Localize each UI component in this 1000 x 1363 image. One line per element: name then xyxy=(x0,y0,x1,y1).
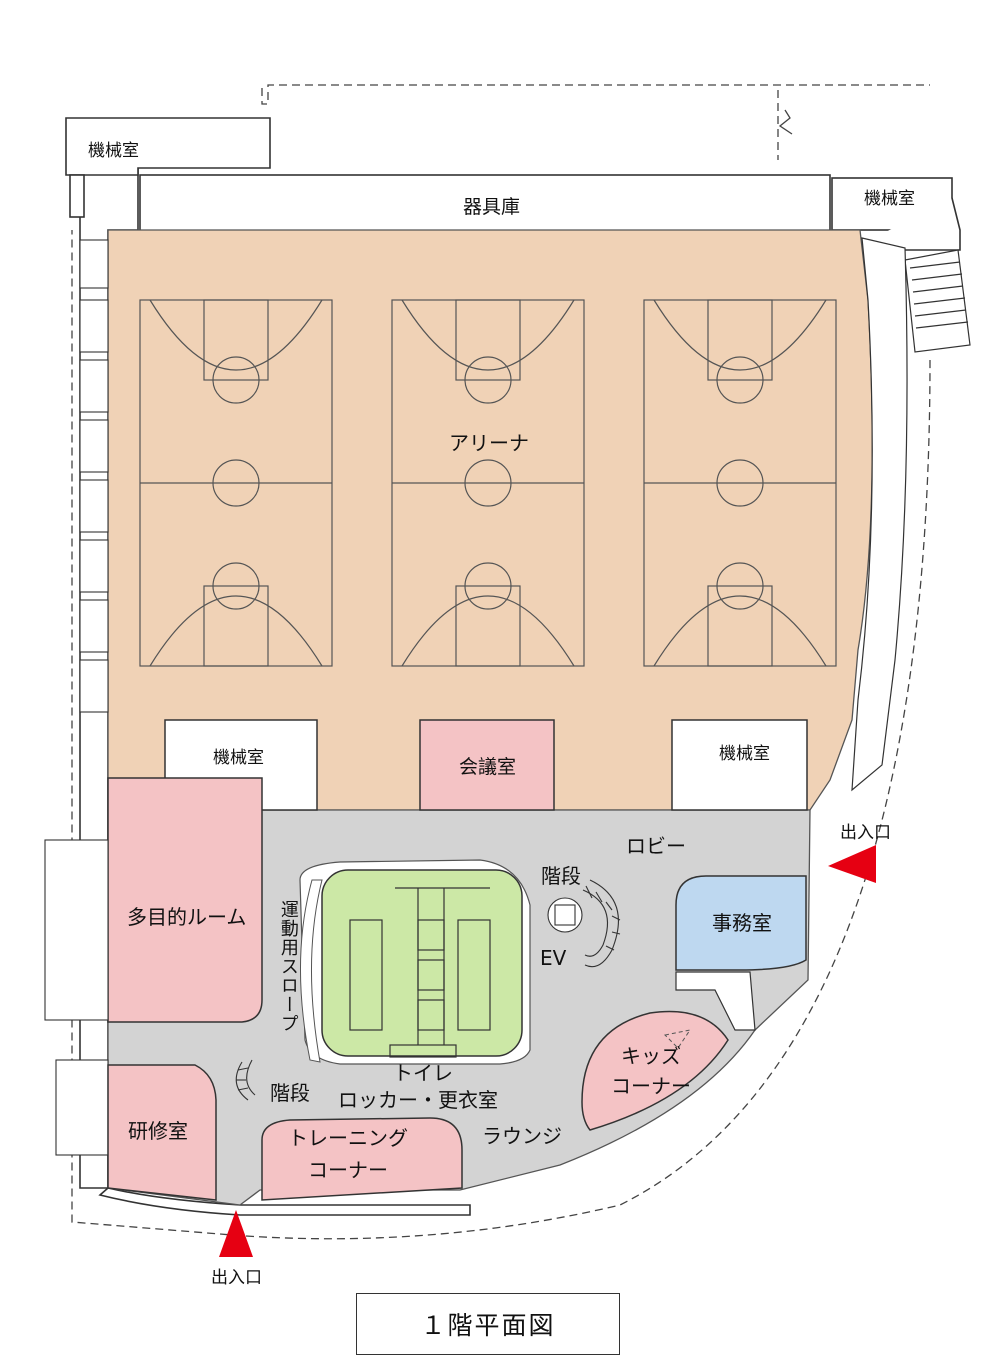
toilet-locker-block xyxy=(299,859,531,1065)
training-corner xyxy=(261,1117,463,1201)
label-kids-corner-line2: コーナー xyxy=(611,1074,691,1098)
basketball-courts xyxy=(139,299,837,667)
label-stairs-left: 階段 xyxy=(270,1081,310,1105)
label-machine-room-top-right: 機械室 xyxy=(864,189,915,209)
spiral-stairs-center xyxy=(547,879,621,968)
entrance-marker-south xyxy=(219,1210,253,1257)
label-machine-room-center-right: 機械室 xyxy=(719,744,770,764)
label-locker-room: ロッカー・更衣室 xyxy=(338,1088,498,1112)
label-meeting-room: 会議室 xyxy=(459,756,517,778)
floor-plan-title: １階平面図 xyxy=(356,1293,620,1355)
court-1 xyxy=(139,299,333,667)
multipurpose-room xyxy=(107,777,263,1023)
label-training-corner-line2: コーナー xyxy=(308,1158,388,1182)
label-elevator: EV xyxy=(540,946,567,970)
label-entrance-east: 出入口 xyxy=(840,823,891,843)
label-toilet: トイレ xyxy=(393,1061,453,1085)
label-office: 事務室 xyxy=(712,911,772,935)
label-stairs-center: 階段 xyxy=(541,864,581,888)
kids-corner xyxy=(581,1010,729,1131)
label-lobby: ロビー xyxy=(626,834,686,858)
machine-room-center-right xyxy=(671,719,808,811)
spiral-stairs-left xyxy=(235,1059,256,1101)
training-room xyxy=(107,1064,217,1201)
entrance-marker-east xyxy=(828,845,876,883)
meeting-room xyxy=(419,719,555,811)
label-training-corner-line1: トレーニング xyxy=(288,1126,408,1150)
label-machine-room-center-left: 機械室 xyxy=(213,748,264,768)
outer-boundary-right xyxy=(71,230,931,1240)
label-training-room: 研修室 xyxy=(128,1119,188,1143)
label-machine-room-top-left: 機械室 xyxy=(88,141,139,161)
label-lounge: ラウンジ xyxy=(482,1124,562,1148)
court-2 xyxy=(391,299,585,667)
outer-boundary-top xyxy=(261,84,930,105)
court-3 xyxy=(643,299,837,667)
office xyxy=(675,875,807,971)
label-kids-corner-line1: キッズ xyxy=(621,1044,681,1068)
label-multipurpose-room: 多目的ルーム xyxy=(127,905,247,929)
label-arena: アリーナ xyxy=(449,431,529,455)
label-slope: 運動用スロープ xyxy=(277,900,299,1033)
label-equipment-storage: 器具庫 xyxy=(463,196,521,218)
slope-outline xyxy=(300,879,323,1063)
label-entrance-south: 出入口 xyxy=(211,1268,262,1288)
